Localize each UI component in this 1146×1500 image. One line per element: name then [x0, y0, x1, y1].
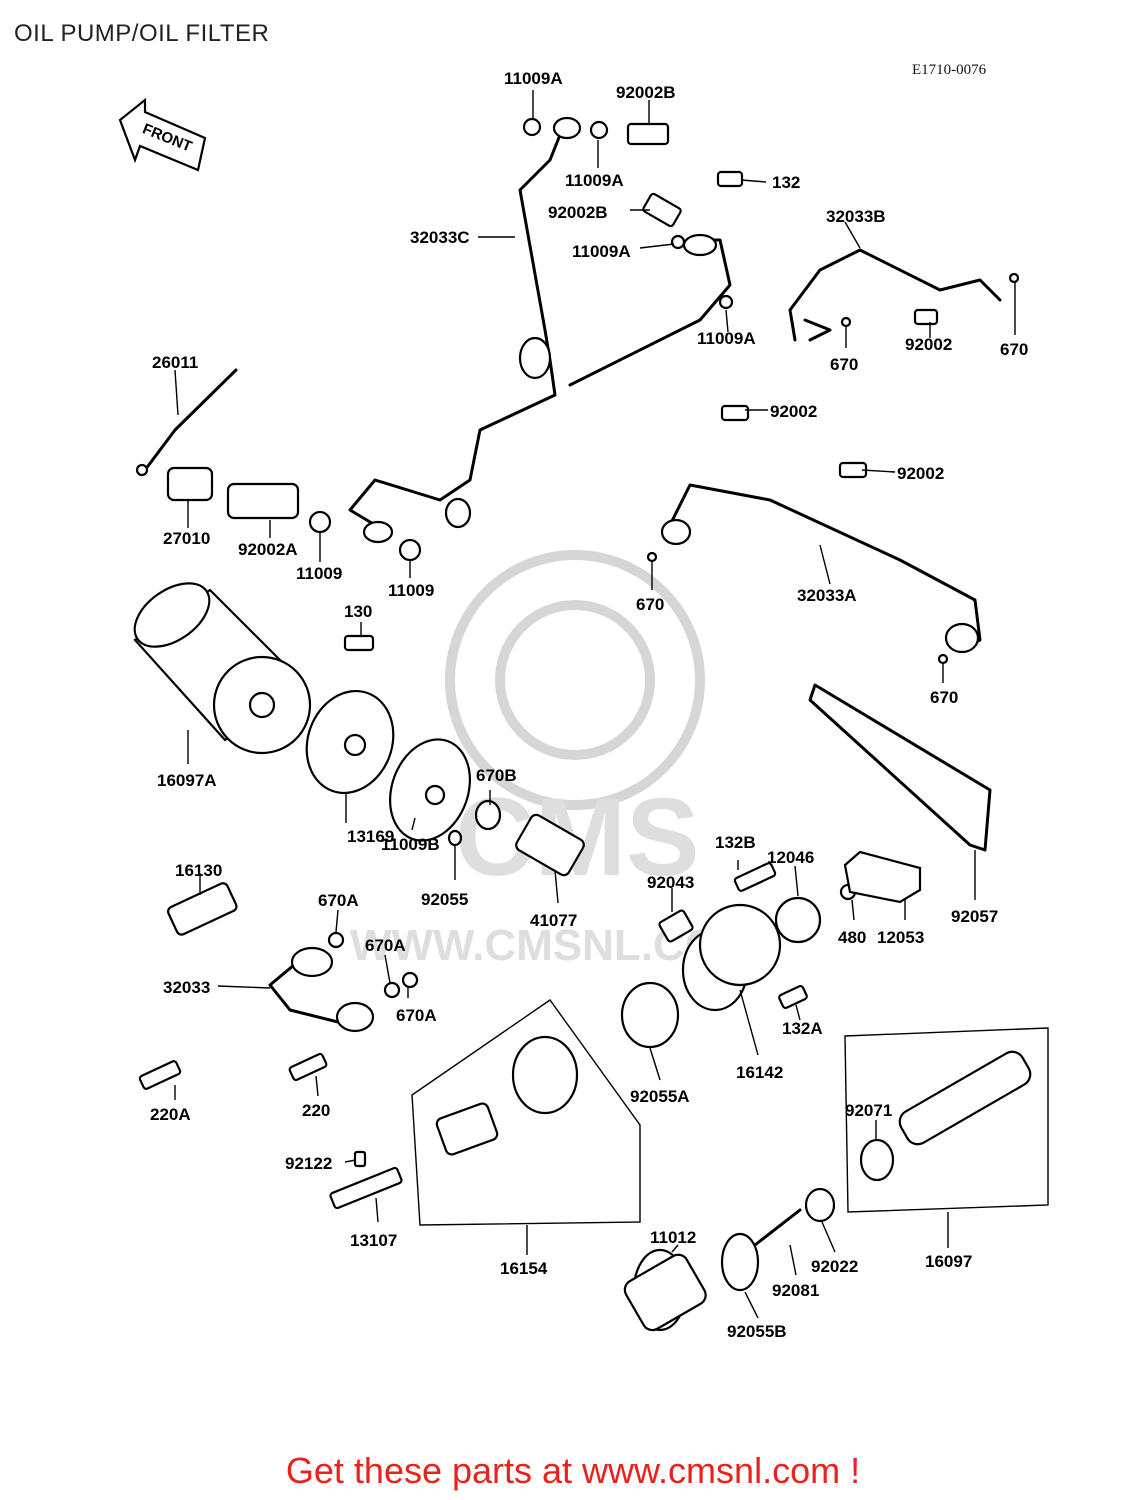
label-92055b: 92055B	[727, 1322, 787, 1341]
label-11009a-d: 11009A	[697, 329, 756, 348]
diagram-code: E1710-0076	[912, 62, 987, 78]
oil-pipe-32033b	[788, 248, 1020, 342]
pump-body	[620, 862, 857, 1049]
footer-promo[interactable]: Get these parts at www.cmsnl.com !	[285, 1450, 861, 1491]
label-13169: 13169	[347, 827, 394, 846]
label-16097a: 16097A	[157, 771, 217, 790]
page-title: OIL PUMP/OIL FILTER	[14, 20, 270, 47]
label-670-d: 670	[930, 688, 958, 707]
oil-pipe-32033	[138, 931, 419, 1090]
label-27010: 27010	[163, 529, 210, 548]
label-670a-a: 670A	[318, 891, 359, 910]
label-11009a-b: 11009A	[565, 171, 624, 190]
label-11012: 11012	[650, 1228, 696, 1247]
oil-pressure-switch	[135, 368, 422, 562]
oil-pipe-32033a	[646, 404, 982, 665]
label-92055: 92055	[421, 890, 468, 909]
label-670a-c: 670A	[396, 1006, 437, 1025]
oil-pipe-32033c	[348, 116, 732, 544]
label-92022: 92022	[811, 1257, 858, 1276]
part-labels: 11009A 92002B 11009A 132 92002B 32033C 1…	[150, 69, 1028, 1341]
label-32033: 32033	[163, 978, 210, 997]
label-32033c: 32033C	[410, 228, 470, 247]
label-12046: 12046	[767, 848, 814, 867]
label-32033a: 32033A	[797, 586, 857, 605]
label-670-b: 670	[1000, 340, 1028, 359]
label-92002b-top: 92002B	[616, 83, 676, 102]
label-92055a: 92055A	[630, 1087, 690, 1106]
label-92002-a: 92002	[905, 335, 952, 354]
label-16130: 16130	[175, 861, 222, 880]
label-16097: 16097	[925, 1252, 972, 1271]
label-32033b: 32033B	[826, 207, 886, 226]
rotor-group	[329, 999, 641, 1226]
label-92002b-mid: 92002B	[548, 203, 608, 222]
label-130: 130	[344, 602, 372, 621]
cover-plates	[305, 634, 502, 847]
label-670a-b: 670A	[365, 936, 406, 955]
fitting-16130	[167, 882, 238, 936]
label-41077: 41077	[530, 911, 577, 930]
label-16154: 16154	[500, 1259, 548, 1278]
label-12053: 12053	[877, 928, 924, 947]
label-92043: 92043	[647, 873, 694, 892]
label-11009a-top: 11009A	[504, 69, 563, 88]
label-11009-a: 11009	[296, 564, 342, 583]
plug-41077	[515, 813, 585, 877]
label-92081: 92081	[772, 1281, 819, 1300]
label-132: 132	[772, 173, 800, 192]
label-26011: 26011	[152, 353, 198, 372]
label-11009-b: 11009	[388, 581, 434, 600]
label-11009b: 11009B	[381, 835, 440, 854]
label-92002-b: 92002	[770, 402, 817, 421]
oil-filter	[133, 582, 312, 755]
label-670-c: 670	[636, 595, 664, 614]
label-92122: 92122	[285, 1154, 332, 1173]
leader-lines	[174, 90, 1016, 1319]
label-480: 480	[838, 928, 866, 947]
label-92002a: 92002A	[238, 540, 298, 559]
label-670b: 670B	[476, 766, 517, 785]
fittings-top	[522, 117, 744, 310]
label-13107: 13107	[350, 1231, 397, 1250]
label-220a: 220A	[150, 1105, 191, 1124]
label-220: 220	[302, 1101, 330, 1120]
label-92002-c: 92002	[897, 464, 944, 483]
label-132a: 132A	[782, 1019, 823, 1038]
relief-valve-group	[623, 1027, 1049, 1332]
label-16142: 16142	[736, 1063, 783, 1082]
front-arrow: FRONT	[118, 97, 207, 172]
chain-and-guide	[808, 683, 992, 904]
label-92057: 92057	[951, 907, 998, 926]
label-132b: 132B	[715, 833, 756, 852]
label-92071: 92071	[845, 1101, 892, 1120]
label-11009a-c: 11009A	[572, 242, 631, 261]
label-670-a: 670	[830, 355, 858, 374]
